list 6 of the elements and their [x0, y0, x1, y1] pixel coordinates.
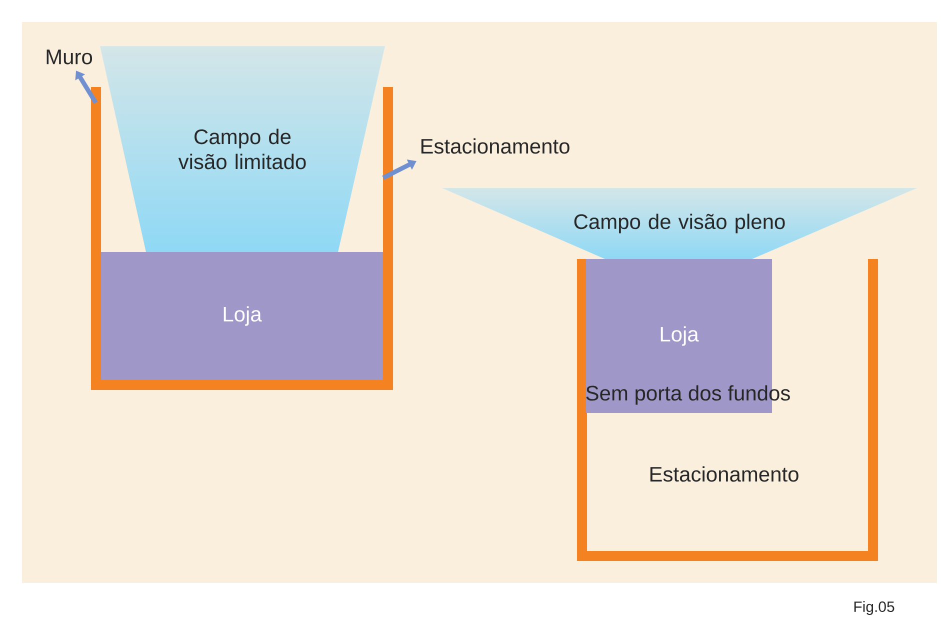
label-text: Estacionamento	[421, 138, 570, 154]
store-box: Loja	[101, 252, 383, 380]
wall-drawing	[91, 87, 393, 390]
figure-caption: Fig.05	[854, 601, 894, 615]
view-field: Campo de visão pleno	[574, 214, 785, 234]
label-text: Muro	[46, 50, 92, 64]
